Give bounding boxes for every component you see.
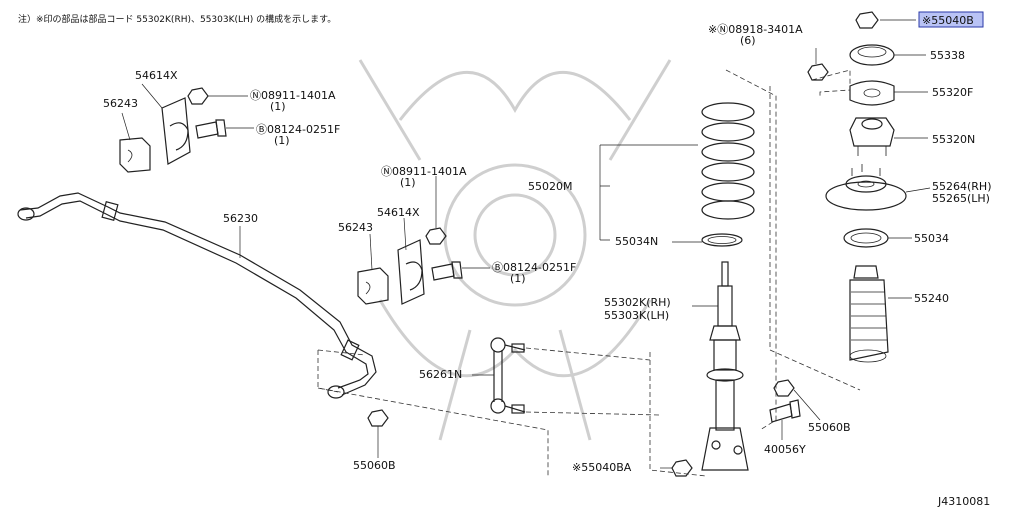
nut-08911-lower[interactable]: [425, 227, 447, 245]
watermark-emblem: [358, 59, 672, 441]
label-56243-lower: 56243: [338, 221, 373, 234]
label-55020m: 55020M: [528, 180, 572, 193]
strut-55302k-55303k[interactable]: [701, 261, 749, 471]
label-56261n: 56261N: [419, 368, 462, 381]
stabilizer-link-56261n[interactable]: [490, 337, 526, 414]
label-55034n: 55034N: [615, 235, 658, 248]
label-55040ba: ※55040BA: [572, 461, 632, 474]
label-55338: 55338: [930, 49, 965, 62]
label-55303k: 55303K(LH): [604, 309, 669, 322]
label-08911-upper: Ⓝ08911-1401A: [250, 89, 336, 102]
bolt-08124-lower[interactable]: [431, 261, 463, 281]
bound-bumper-55240[interactable]: [849, 265, 889, 363]
label-56230: 56230: [223, 212, 258, 225]
label-08911-lower: Ⓝ08911-1401A: [381, 165, 467, 178]
insulator-55264-55265[interactable]: [825, 164, 907, 211]
bushing-56243-lower[interactable]: [357, 267, 389, 305]
seat-55034[interactable]: [843, 228, 889, 248]
leader-55020m: [599, 144, 698, 240]
leader-55264: [905, 187, 931, 193]
bolt-40056y[interactable]: [769, 399, 801, 423]
label-55320n: 55320N: [932, 133, 975, 146]
label-55264: 55264(RH): [932, 180, 992, 193]
nut-55040ba[interactable]: [671, 459, 693, 477]
label-08911-lower-qty: (1): [400, 176, 416, 189]
bearing-55338[interactable]: [849, 44, 895, 66]
leader-56243-lower: [369, 233, 373, 271]
leader-54614x-upper: [141, 83, 163, 109]
label-08124-lower: Ⓑ08124-0251F: [492, 261, 576, 274]
leader-54614x-lower: [403, 217, 407, 251]
label-55320f: 55320F: [932, 86, 973, 99]
leader-56243-upper: [121, 112, 131, 141]
diagram-id: J4310081: [937, 495, 990, 508]
header-note: 注）※印の部品は部品コード 55302K(RH)、55303K(LH) の構成を…: [18, 13, 336, 25]
highlight-55040b[interactable]: [918, 11, 984, 28]
spring-seat-55034n[interactable]: [701, 233, 743, 247]
label-08918-qty: (6): [740, 34, 756, 47]
label-54614x-lower: 54614X: [377, 206, 420, 219]
label-55040b[interactable]: ※55040B: [922, 14, 974, 27]
bolt-08124-upper[interactable]: [195, 119, 227, 139]
label-40056y: 40056Y: [764, 443, 806, 456]
label-55060b-right: 55060B: [808, 421, 851, 434]
label-55265: 55265(LH): [932, 192, 990, 205]
label-08124-upper-qty: (1): [274, 134, 290, 147]
nut-55040b[interactable]: [855, 11, 879, 29]
plate-55320f[interactable]: [849, 80, 895, 106]
leader-55060b-right: [793, 389, 821, 421]
mount-55320n[interactable]: [849, 117, 895, 156]
label-54614x-upper: 54614X: [135, 69, 178, 82]
label-55240: 55240: [914, 292, 949, 305]
label-08124-lower-qty: (1): [510, 272, 526, 285]
assembly-dash-mount: [769, 86, 861, 391]
clamp-54614x-upper[interactable]: [161, 97, 191, 165]
nut-08911-upper[interactable]: [187, 87, 209, 105]
label-55034: 55034: [914, 232, 949, 245]
assembly-dash-strut: [725, 69, 777, 431]
nut-55060b-left[interactable]: [367, 409, 389, 427]
nut-08918[interactable]: [807, 63, 829, 81]
label-55302k: 55302K(RH): [604, 296, 671, 309]
bushing-56243-upper[interactable]: [119, 137, 151, 173]
coil-spring-55020m[interactable]: [701, 102, 755, 220]
label-55060b-left: 55060B: [353, 459, 396, 472]
assembly-dash-bar: [317, 350, 549, 476]
label-08918: ※Ⓝ08918-3401A: [708, 23, 803, 36]
clamp-54614x-lower[interactable]: [397, 239, 425, 305]
label-08911-upper-qty: (1): [270, 100, 286, 113]
stabilizer-bar-56230[interactable]: [17, 192, 377, 399]
leader-55034n: [600, 239, 702, 243]
nut-55060b-right[interactable]: [773, 379, 795, 397]
label-56243-upper: 56243: [103, 97, 138, 110]
label-08124-upper: Ⓑ08124-0251F: [256, 123, 340, 136]
